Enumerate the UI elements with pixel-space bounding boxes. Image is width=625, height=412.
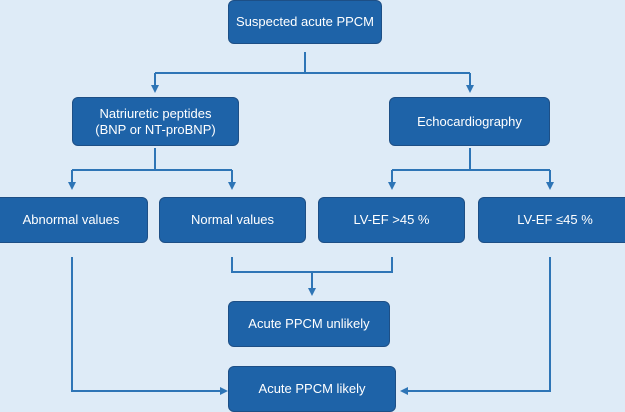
- lvef-at-most-45-box[interactable]: LV-EF ≤45 %: [478, 197, 625, 243]
- connector-to-unlikely: [231, 257, 393, 273]
- echocardiography-box[interactable]: Echocardiography: [389, 97, 550, 146]
- abnormal-values-box[interactable]: Abnormal values: [0, 197, 148, 243]
- arrow-abnormal-to-likely: [71, 257, 228, 395]
- lvef-above-45-box[interactable]: LV-EF >45 %: [318, 197, 465, 243]
- connector-echo-split: [392, 148, 550, 171]
- acute-ppcm-likely-box[interactable]: Acute PPCM likely: [228, 366, 396, 412]
- acute-ppcm-unlikely-box[interactable]: Acute PPCM unlikely: [228, 301, 390, 347]
- suspected-ppcm-box[interactable]: Suspected acute PPCM: [228, 0, 382, 44]
- normal-values-box[interactable]: Normal values: [159, 197, 306, 243]
- natriuretic-peptides-box[interactable]: Natriuretic peptides (BNP or NT-proBNP): [72, 97, 239, 146]
- arrow-lvef-low-to-likely: [400, 257, 551, 395]
- connector-suspected-split: [155, 52, 470, 74]
- connector-peptides-split: [72, 148, 232, 171]
